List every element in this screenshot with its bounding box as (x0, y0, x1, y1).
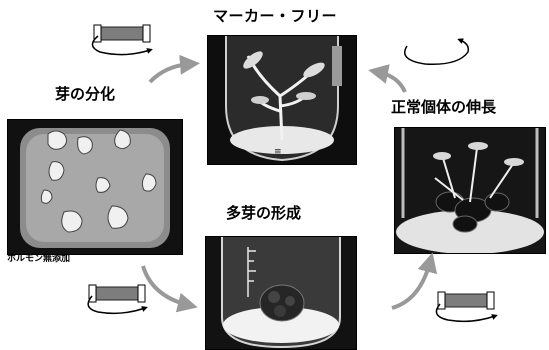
arrow-left-to-bottom (143, 266, 188, 305)
culture-tube-icon-bottom-left (88, 285, 145, 313)
arrow-left-to-top (150, 64, 190, 82)
culture-tube-icon-top-left (92, 25, 150, 55)
arrow-right-to-top (378, 72, 405, 92)
culture-tube-icon-bottom-right (436, 292, 495, 321)
rotation-icon-top-right (405, 40, 469, 64)
arrow-bottom-to-right (392, 262, 430, 308)
